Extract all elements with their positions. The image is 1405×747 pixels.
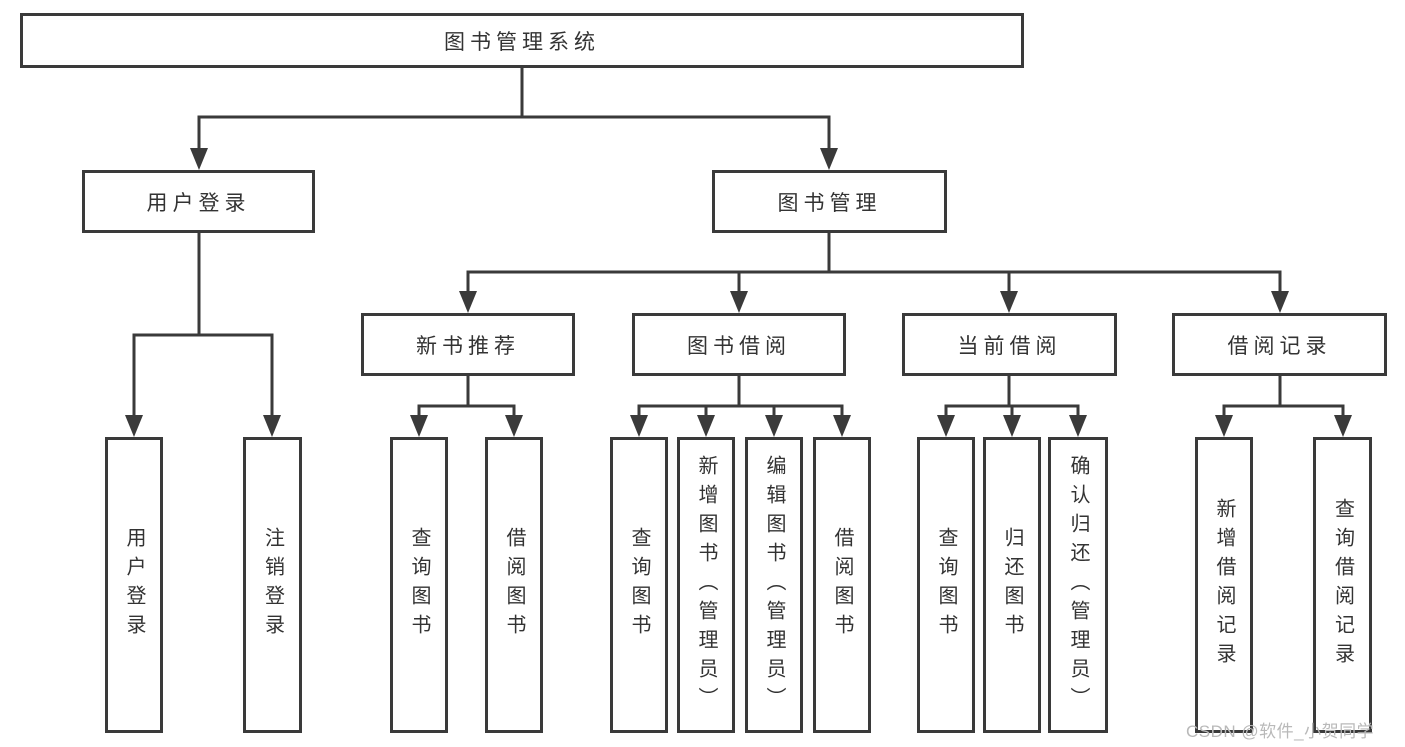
- leaf-logout: 注销登录: [243, 437, 302, 733]
- leaf-add-borrow-record: 新增借阅记录: [1195, 437, 1253, 733]
- leaf-confirm-return-admin-label: 确认归还（管理员）: [1067, 454, 1089, 716]
- leaf-confirm-return-admin: 确认归还（管理员）: [1048, 437, 1108, 733]
- node-current-borrow: 当前借阅: [902, 313, 1117, 376]
- leaf-borrow-query-books: 查询图书: [610, 437, 668, 733]
- leaf-return-books: 归还图书: [983, 437, 1041, 733]
- leaf-edit-book-admin-label: 编辑图书（管理员）: [763, 454, 785, 716]
- leaf-recommend-query-books-label: 查询图书: [408, 527, 430, 643]
- leaf-add-borrow-record-label: 新增借阅记录: [1213, 498, 1235, 672]
- leaf-query-borrow-record-label: 查询借阅记录: [1331, 498, 1354, 672]
- node-book-management-label: 图书管理: [777, 191, 882, 215]
- leaf-add-book-admin: 新增图书（管理员）: [677, 437, 735, 733]
- leaf-current-query-books: 查询图书: [917, 437, 975, 733]
- node-root-label: 图书管理系统: [444, 30, 600, 54]
- node-new-book-recommend-label: 新书推荐: [416, 334, 520, 358]
- node-new-book-recommend: 新书推荐: [361, 313, 575, 376]
- leaf-query-borrow-record: 查询借阅记录: [1313, 437, 1372, 733]
- node-root: 图书管理系统: [20, 13, 1024, 68]
- leaf-recommend-borrow-books-label: 借阅图书: [503, 527, 525, 643]
- leaf-edit-book-admin: 编辑图书（管理员）: [745, 437, 803, 733]
- node-book-borrow: 图书借阅: [632, 313, 846, 376]
- leaf-add-book-admin-label: 新增图书（管理员）: [695, 454, 717, 716]
- node-user-login: 用户登录: [82, 170, 315, 233]
- leaf-recommend-query-books: 查询图书: [390, 437, 448, 733]
- node-user-login-label: 用户登录: [146, 191, 251, 215]
- node-book-borrow-label: 图书借阅: [687, 334, 791, 358]
- node-current-borrow-label: 当前借阅: [957, 334, 1062, 358]
- node-borrow-records: 借阅记录: [1172, 313, 1387, 376]
- leaf-logout-label: 注销登录: [261, 527, 284, 643]
- node-book-management: 图书管理: [712, 170, 947, 233]
- csdn-watermark: CSDN @软件_小贺同学: [1186, 722, 1375, 741]
- leaf-return-books-label: 归还图书: [1001, 527, 1023, 643]
- leaf-recommend-borrow-books: 借阅图书: [485, 437, 543, 733]
- leaf-user-login: 用户登录: [105, 437, 163, 733]
- leaf-borrow-borrow-books-label: 借阅图书: [831, 527, 853, 643]
- leaf-current-query-books-label: 查询图书: [935, 527, 957, 643]
- node-borrow-records-label: 借阅记录: [1227, 334, 1332, 358]
- leaf-borrow-borrow-books: 借阅图书: [813, 437, 871, 733]
- leaf-borrow-query-books-label: 查询图书: [628, 527, 650, 643]
- leaf-user-login-label: 用户登录: [123, 527, 145, 643]
